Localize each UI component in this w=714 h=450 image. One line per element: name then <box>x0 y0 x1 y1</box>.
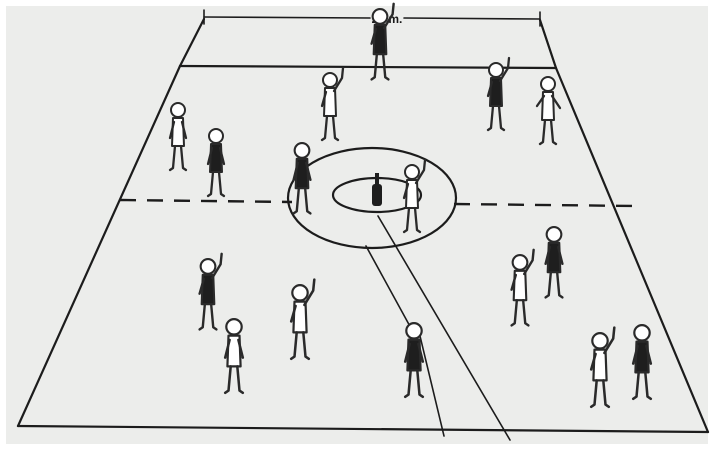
playing-field-diagram: 20 m. <box>0 0 714 450</box>
